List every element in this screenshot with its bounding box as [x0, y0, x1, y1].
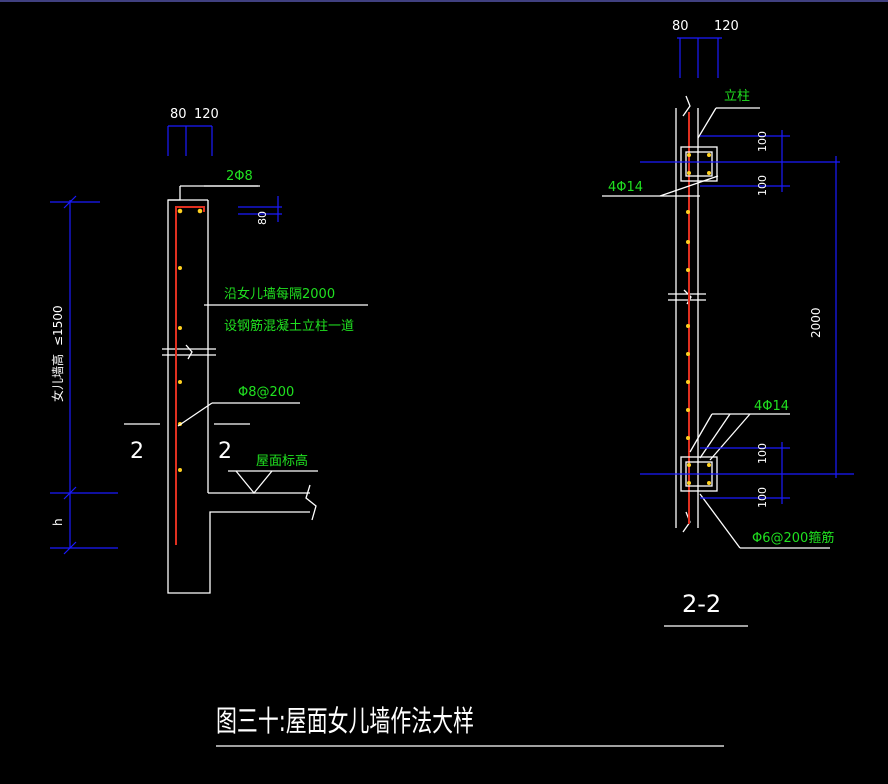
section-title: 2-2	[664, 590, 748, 627]
left-dim-small: 80	[256, 211, 269, 225]
figure-title-text: 图三十:屋面女儿墙作法大样	[216, 704, 474, 738]
column-top: 立柱 4Φ14	[602, 89, 760, 197]
figure-title: 图三十:屋面女儿墙作法大样	[216, 704, 724, 747]
column-label: 立柱	[724, 89, 750, 104]
right-dim-120: 120	[714, 19, 739, 34]
note-line-1: 沿女儿墙每隔2000	[224, 286, 335, 302]
right-rebar-bottom-label: 4Φ14	[754, 399, 789, 414]
left-top-dimension: 80 120	[167, 107, 219, 156]
section-mark-right: 2	[218, 439, 232, 464]
right-top-dimension: 80 120	[672, 19, 739, 78]
stirrup-label: Φ6@200箍筋	[752, 530, 834, 546]
right-detail: 80 120	[602, 19, 854, 627]
roof-level-label: 屋面标高	[256, 453, 308, 469]
dim-100-c: 100	[756, 443, 769, 464]
left-detail: 80 120	[50, 107, 368, 594]
height-label: 女儿墙高	[50, 354, 65, 402]
left-rebar-dist-label: Φ8@200	[238, 385, 294, 400]
left-dim-120: 120	[194, 107, 219, 122]
right-rebar-top-label: 4Φ14	[608, 180, 643, 195]
section-mark-left: 2	[130, 439, 144, 464]
dim-100-b: 100	[756, 175, 769, 196]
left-rebar	[175, 206, 205, 545]
right-dimensions: 100 100 2000 100 100	[640, 130, 854, 508]
column-bottom: 4Φ14 Φ6@200箍筋	[680, 399, 834, 549]
left-rebar-top-label: 2Φ8	[226, 169, 253, 184]
height-dimension: 女儿墙高 ≤1500 h	[50, 195, 118, 555]
dim-100-a: 100	[756, 131, 769, 152]
note-line-2: 设钢筋混凝土立柱一道	[224, 318, 354, 334]
right-wall-outline	[668, 95, 706, 533]
right-dim-80: 80	[672, 19, 689, 34]
left-labels: 2Φ8 80 沿女儿墙每隔2000 设钢筋混凝土立柱一道 Φ8@200 屋面标高	[177, 169, 368, 495]
height-value: ≤1500	[51, 305, 65, 346]
left-dim-80: 80	[170, 107, 187, 122]
section-title-text: 2-2	[682, 590, 721, 618]
dim-100-d: 100	[756, 487, 769, 508]
section-cut-marks: 2 2	[124, 423, 250, 464]
lower-dimension: h	[51, 518, 65, 526]
dim-2000: 2000	[809, 307, 823, 338]
